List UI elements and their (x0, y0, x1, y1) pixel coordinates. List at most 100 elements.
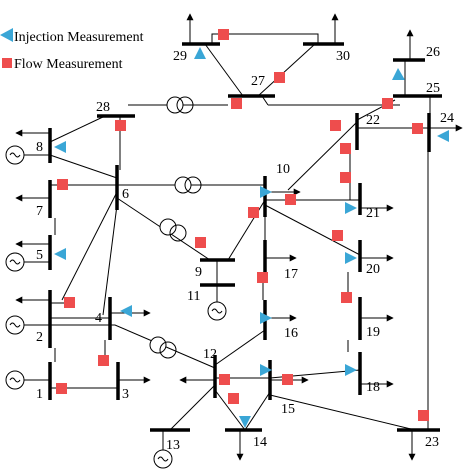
flow-measurement-icon (332, 230, 343, 241)
flow-measurement-icon (195, 237, 206, 248)
injection-measurement-icon (54, 141, 66, 153)
line-12-13 (169, 384, 216, 431)
bus-label-9: 9 (195, 265, 202, 280)
legend: Injection Measurement Flow Measurement (0, 28, 144, 72)
legend-injection-label: Injection Measurement (14, 30, 144, 45)
bus-label-28: 28 (96, 100, 110, 115)
flow-measurement-icon (282, 374, 293, 385)
flow-measurement-icon (257, 272, 268, 283)
transformers (149, 96, 202, 359)
bus-labels: 29 30 27 26 25 28 22 24 8 10 6 7 21 5 20… (36, 45, 454, 453)
generator-bus-11-icon (207, 285, 227, 321)
load-arrows (15, 13, 463, 461)
flow-measurement-icon (340, 143, 351, 154)
transformer-6-10-icon (174, 176, 202, 194)
flow-measurement-icon (115, 120, 126, 131)
bus-label-24: 24 (440, 111, 454, 126)
line-6-4 (102, 204, 118, 316)
generator-bus-13-icon (153, 430, 173, 469)
legend-flow-label: Flow Measurement (14, 57, 123, 72)
bus-label-26: 26 (426, 45, 440, 60)
flow-measurement-icon (285, 194, 296, 205)
flow-measurement-icon (382, 98, 393, 109)
bus-label-1: 1 (36, 387, 43, 402)
injection-measurement-icon (260, 186, 272, 198)
generator-bus-5-icon (5, 252, 50, 272)
line-12-14 (214, 389, 246, 431)
flow-measurement-icon (330, 120, 341, 131)
flow-measurement-icon (274, 72, 285, 83)
bus-label-5: 5 (36, 248, 43, 263)
generator-bus-1-icon (5, 370, 50, 390)
bus-label-29: 29 (173, 49, 187, 64)
injection-measurement-icon (0, 28, 13, 42)
bus-label-19: 19 (366, 325, 380, 340)
bus-label-23: 23 (425, 435, 439, 450)
flow-measurement-icon (218, 29, 229, 40)
line-2-12 (50, 324, 216, 369)
injection-measurements (54, 47, 449, 428)
injection-measurement-icon (260, 312, 272, 324)
bus-label-30: 30 (336, 49, 350, 64)
line-28-8 (49, 115, 106, 143)
generators (5, 145, 227, 469)
bus-label-8: 8 (36, 140, 43, 155)
bus-label-10: 10 (276, 162, 290, 177)
bus-label-12: 12 (203, 347, 217, 362)
flow-measurement-icon (64, 297, 75, 308)
bus-label-4: 4 (95, 311, 102, 326)
line-16-12 (214, 329, 266, 366)
bus-label-16: 16 (284, 326, 298, 341)
flow-measurement-icon (412, 123, 423, 134)
line-10-20 (264, 204, 361, 256)
flow-measurement-icon (56, 383, 67, 394)
flow-measurement-icon (340, 172, 351, 183)
flow-measurements (56, 29, 429, 421)
transformer-6-9-icon (159, 218, 187, 242)
bus-label-25: 25 (426, 81, 440, 96)
bus-label-13: 13 (166, 438, 180, 453)
transformer-4-12-icon (149, 336, 177, 359)
bus-label-7: 7 (36, 204, 43, 219)
flow-measurement-icon (219, 374, 230, 385)
line-15-14 (244, 391, 271, 431)
generator-bus-2-icon (5, 315, 50, 335)
bus-label-14: 14 (253, 435, 267, 450)
injection-measurement-icon (194, 47, 206, 59)
bus-label-18: 18 (366, 380, 380, 395)
line-29-27 (204, 43, 244, 97)
flow-measurement-icon (57, 179, 68, 190)
injection-measurement-icon (437, 130, 449, 142)
line-30-27 (257, 43, 316, 97)
flow-measurement-icon (2, 58, 12, 68)
bus-label-2: 2 (36, 330, 43, 345)
line-22-10 (287, 121, 358, 191)
bus-label-27: 27 (251, 74, 265, 89)
transformer-28-27-icon (166, 96, 194, 114)
line-9-10 (227, 199, 266, 261)
flow-measurement-icon (231, 98, 242, 109)
bus-label-15: 15 (281, 402, 295, 417)
injection-measurement-icon (260, 364, 272, 376)
bus-label-22: 22 (366, 113, 380, 128)
bus-label-17: 17 (284, 267, 298, 282)
line-15-23 (269, 394, 416, 431)
injection-measurement-icon (345, 202, 357, 214)
flow-measurement-icon (341, 292, 352, 303)
transmission-lines (49, 33, 431, 431)
line-29-30 (211, 33, 319, 44)
flow-measurement-icon (228, 393, 239, 404)
bus-label-20: 20 (366, 262, 380, 277)
line-27-25 (261, 95, 269, 106)
injection-measurement-icon (345, 364, 357, 376)
generator-bus-8-icon (5, 145, 50, 165)
injection-measurement-icon (392, 68, 405, 80)
flow-measurement-icon (248, 207, 259, 218)
injection-measurement-icon (345, 252, 357, 264)
line-6-5 (61, 191, 118, 301)
injection-measurement-icon (120, 305, 132, 317)
bus-label-21: 21 (366, 206, 380, 221)
bus-label-3: 3 (122, 387, 129, 402)
flow-measurement-icon (418, 410, 429, 421)
